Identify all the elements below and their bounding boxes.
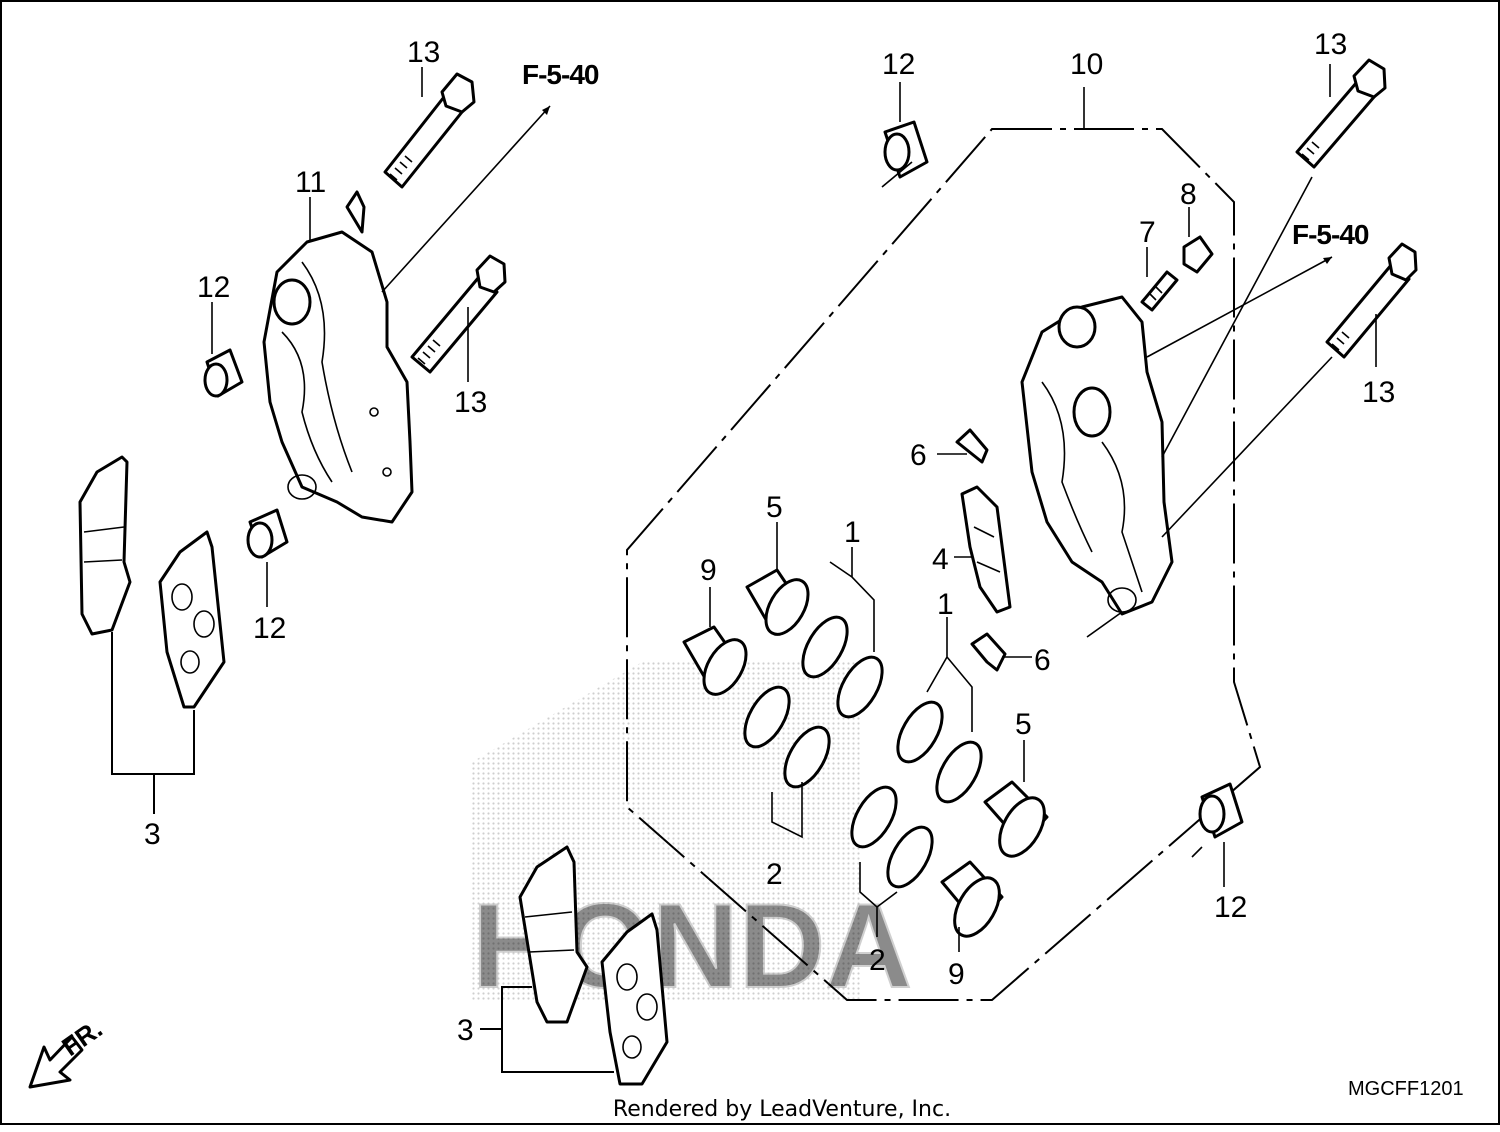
- pad-spring-4: [960, 485, 1012, 614]
- label-9-right: 9: [948, 958, 965, 991]
- label-4: 4: [932, 543, 949, 576]
- bolt-13-right: [1325, 242, 1418, 359]
- ref-label-left: F-5-40: [522, 59, 599, 90]
- label-1-left: 1: [844, 516, 861, 549]
- label-2-right: 2: [869, 944, 886, 977]
- label-3-bottom: 3: [457, 1014, 474, 1047]
- label-2-left: 2: [766, 858, 783, 891]
- label-12-left-bottom: 12: [253, 612, 286, 645]
- bushing-12-right-bottom: [1198, 782, 1244, 839]
- diagram-code: MGCFF1201: [1348, 1078, 1464, 1100]
- pin-clip-6-bottom: [970, 632, 1007, 672]
- bushing-12-top-mid: [883, 120, 929, 179]
- brake-pads-bottom: [518, 845, 669, 1086]
- label-9-left: 9: [700, 554, 717, 587]
- label-12-right-bottom: 12: [1214, 891, 1247, 924]
- label-7: 7: [1139, 216, 1156, 249]
- label-12-top-mid: 12: [882, 48, 915, 81]
- leader-lines: [211, 64, 1377, 952]
- assembly-boundary-10: [626, 128, 1262, 1001]
- bolt-13-mid-left: [410, 254, 507, 374]
- label-13-top-left: 13: [407, 36, 440, 69]
- left-caliper: [262, 190, 414, 524]
- piston-5-right: [983, 780, 1049, 858]
- label-13-right: 13: [1362, 376, 1395, 409]
- label-5-right: 5: [1015, 708, 1032, 741]
- bushing-12-left-bottom: [246, 508, 289, 559]
- bleeder-cap-8: [1182, 235, 1214, 274]
- bolt-13-top-left: [383, 72, 476, 189]
- label-13-top-right: 13: [1314, 28, 1347, 61]
- bleeder-valve-7: [1140, 270, 1179, 312]
- piston-9-right: [940, 860, 1004, 938]
- label-10: 10: [1070, 48, 1103, 81]
- pin-clip-6-top: [955, 428, 989, 464]
- label-8: 8: [1180, 178, 1197, 211]
- label-6-top: 6: [910, 439, 927, 472]
- credit-text: Rendered by LeadVenture, Inc.: [613, 1097, 951, 1122]
- label-5-left: 5: [766, 491, 783, 524]
- seals: [743, 615, 983, 889]
- label-1-right: 1: [937, 588, 954, 621]
- label-13-mid-left: 13: [454, 386, 487, 419]
- label-3-left: 3: [144, 818, 161, 851]
- bushing-12-left-top: [203, 348, 244, 398]
- front-arrow-icon: FR.: [28, 1013, 108, 1089]
- label-11: 11: [295, 166, 326, 199]
- label-6-bottom: 6: [1034, 644, 1051, 677]
- piston-5-left: [745, 568, 810, 636]
- right-caliper: [1020, 295, 1174, 616]
- piston-9-left: [682, 625, 748, 696]
- brake-pads-left: [78, 455, 226, 709]
- bolt-13-top-right: [1295, 58, 1387, 169]
- label-12-left-top: 12: [197, 271, 230, 304]
- ref-label-right: F-5-40: [1292, 219, 1369, 250]
